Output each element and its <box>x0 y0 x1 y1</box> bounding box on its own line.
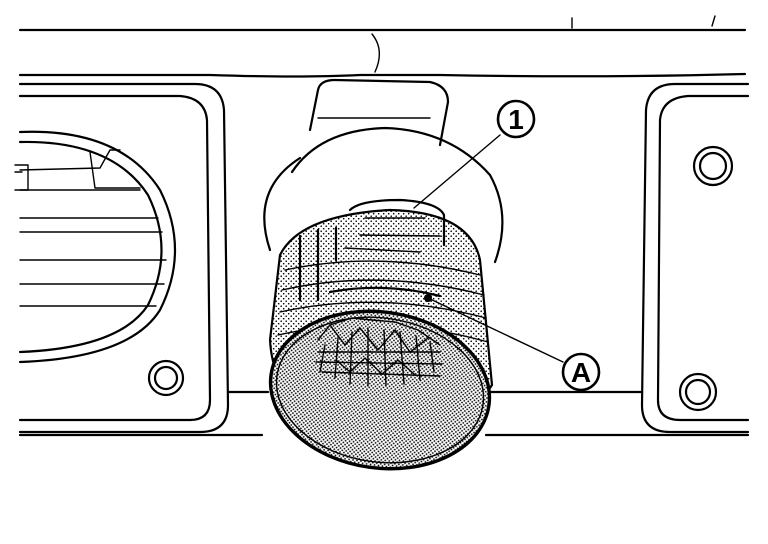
callout-a-dot <box>424 294 432 302</box>
callout-1-label: 1 <box>508 104 524 135</box>
right-bolt-hole-lower <box>678 372 718 412</box>
bottom-rail <box>18 390 750 437</box>
connector-face <box>268 309 492 471</box>
right-panel <box>640 82 750 434</box>
callout-a: A <box>424 294 601 392</box>
callout-1: 1 <box>413 99 536 209</box>
left-bolt-hole <box>147 359 185 397</box>
callout-1-circle <box>496 99 536 139</box>
left-panel <box>18 82 230 434</box>
right-bolt-hole-upper <box>692 145 734 187</box>
callout-a-label: A <box>571 357 591 388</box>
mounting-boss <box>263 78 504 264</box>
top-rail <box>18 15 747 78</box>
callout-a-circle <box>561 352 601 392</box>
terminal-pins <box>315 317 443 387</box>
air-vent <box>14 130 177 364</box>
